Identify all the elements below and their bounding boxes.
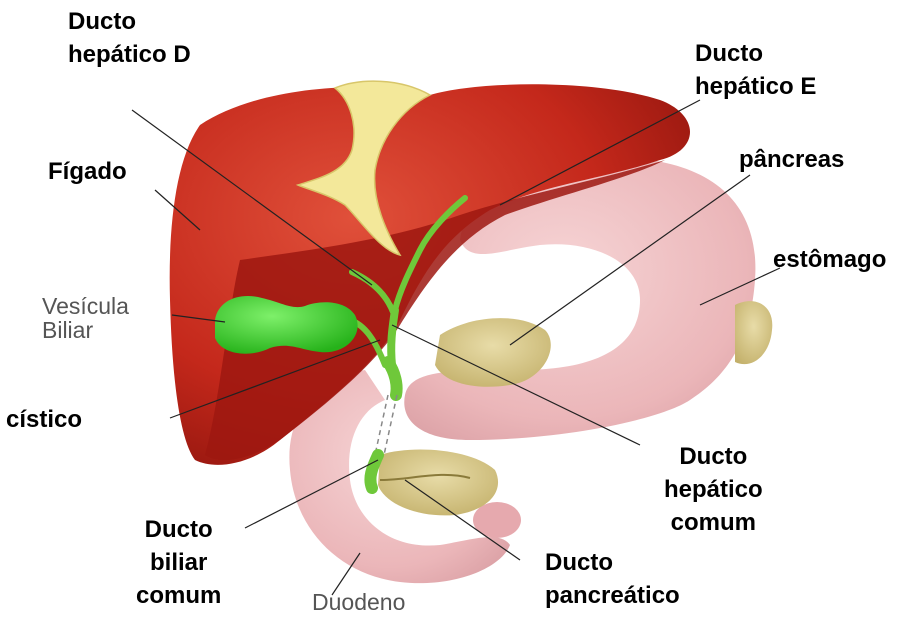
label-ducto-pancreatico: Ducto pancreático	[545, 546, 680, 612]
label-ducto-hepatico-e: Ducto hepático E	[695, 37, 816, 103]
label-ducto-hepatico-comum-line3: comum	[664, 506, 763, 539]
label-ducto-hepatico-d: Ducto hepático D	[68, 5, 191, 71]
label-estomago: estômago	[773, 243, 886, 276]
common-bile-duct-hidden	[375, 395, 397, 455]
label-vesicula-biliar-line1: Vesícula	[42, 294, 129, 318]
label-vesicula-biliar: Vesícula Biliar	[42, 294, 129, 342]
label-vesicula-biliar-line2: Biliar	[42, 318, 129, 342]
label-figado: Fígado	[48, 155, 127, 188]
label-ducto-hepatico-d-line1: Ducto	[68, 5, 191, 38]
common-hepatic-duct	[391, 310, 395, 365]
label-ducto-biliar-comum-line2: biliar	[136, 546, 221, 579]
pancreas-head	[378, 450, 498, 516]
label-ducto-hepatico-d-line2: hepático D	[68, 38, 191, 71]
label-pancreas: pâncreas	[739, 143, 844, 176]
label-ducto-hepatico-e-line1: Ducto	[695, 37, 816, 70]
label-ducto-pancreatico-line2: pancreático	[545, 579, 680, 612]
label-ducto-biliar-comum: Ducto biliar comum	[136, 513, 221, 612]
pancreas-tail	[735, 301, 772, 364]
label-ducto-biliar-comum-line3: comum	[136, 579, 221, 612]
label-ducto-biliar-comum-line1: Ducto	[136, 513, 221, 546]
label-ducto-hepatico-e-line2: hepático E	[695, 70, 816, 103]
label-ducto-pancreatico-line1: Ducto	[545, 546, 680, 579]
label-ducto-hepatico-comum-line1: Ducto	[664, 440, 763, 473]
label-ducto-hepatico-comum: Ducto hepático comum	[664, 440, 763, 539]
label-ducto-hepatico-comum-line2: hepático	[664, 473, 763, 506]
label-duodeno: Duodeno	[312, 590, 405, 614]
common-bile-duct-upper	[388, 362, 397, 395]
label-cistico: cístico	[6, 403, 82, 436]
